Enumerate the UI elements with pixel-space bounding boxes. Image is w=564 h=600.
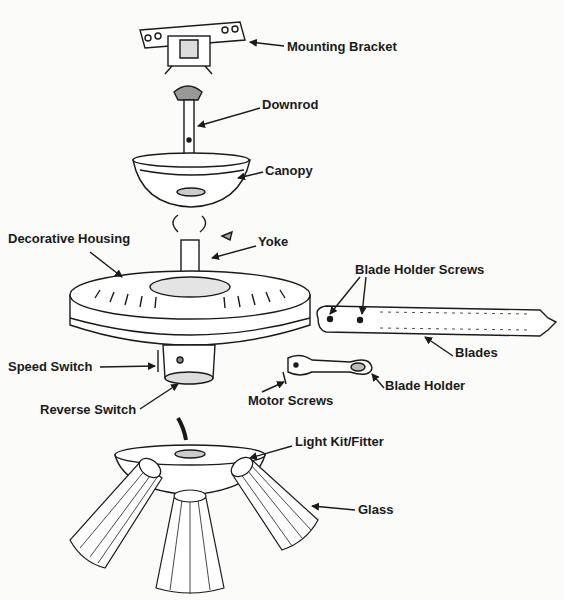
part-label: Blade Holder: [385, 378, 465, 393]
glass-shade-part: [136, 454, 165, 481]
glass-shade-part: [70, 462, 162, 568]
yoke-part: [181, 240, 199, 274]
glass-shade-part: [238, 463, 311, 546]
part-label: Reverse Switch: [40, 402, 136, 417]
mounting-bracket-part: [180, 40, 198, 58]
part-label: Light Kit/Fitter: [295, 434, 384, 449]
decorative-housing-part: [70, 318, 310, 335]
mounting-bracket-part: [168, 36, 210, 66]
downrod: [174, 86, 202, 162]
yoke-part: [222, 232, 232, 240]
light-fitter-part: [175, 450, 205, 458]
blade-holder-part: [351, 363, 365, 371]
mounting-bracket-part: [222, 27, 228, 33]
mounting-bracket-part: [165, 66, 212, 74]
part-label: Blade Holder Screws: [355, 262, 484, 277]
glass-shade-part: [80, 468, 158, 563]
leader-arrow-part: [140, 384, 178, 409]
leader-arrow-part: [212, 246, 256, 258]
switch-housing-part: [165, 372, 213, 384]
decorative-housing: [70, 271, 310, 345]
switch-housing-part: [177, 357, 183, 363]
glass-shade: [70, 453, 318, 594]
glass-shade-part: [174, 490, 206, 502]
mounting-bracket: [140, 22, 245, 74]
part-label: Glass: [358, 502, 393, 517]
decorative-housing-part: [95, 290, 285, 308]
leader-arrow-part: [330, 277, 360, 314]
canopy-part: [177, 188, 205, 196]
leader-arrow-part: [90, 252, 122, 277]
light-fitter-part: [178, 418, 186, 440]
canopy: [133, 153, 250, 207]
blade-holder: [283, 355, 372, 384]
leader-arrow-part: [250, 42, 284, 46]
downrod-part: [174, 86, 202, 100]
switch-housing-part: [157, 350, 158, 372]
fan-blade-part: [380, 312, 530, 330]
mounting-bracket-part: [145, 35, 151, 41]
switch-housing-part: [163, 345, 215, 383]
decorative-housing-part: [150, 277, 230, 297]
part-label: Decorative Housing: [8, 231, 130, 246]
leader-arrow-part: [238, 172, 263, 178]
fan-blade: [317, 306, 556, 336]
part-label: Blades: [455, 345, 498, 360]
leader-arrow-part: [262, 382, 284, 392]
part-label: Motor Screws: [248, 393, 333, 408]
part-label: Downrod: [262, 97, 318, 112]
glass-shade-part: [170, 500, 210, 594]
yoke-part: [173, 215, 206, 232]
part-label: Speed Switch: [8, 359, 93, 374]
fan-blade-part: [358, 318, 363, 323]
blade-holder-part: [294, 363, 298, 367]
leader-arrow-part: [372, 374, 384, 388]
decorative-housing-part: [70, 271, 310, 319]
leader-arrow-part: [362, 277, 366, 314]
leader-arrow-part: [312, 506, 355, 510]
mounting-bracket-part: [155, 33, 161, 39]
part-label: Yoke: [258, 234, 288, 249]
fan-blade-part: [317, 306, 556, 336]
part-label: Canopy: [265, 163, 313, 178]
leader-arrow-part: [425, 337, 453, 356]
leader-arrow-part: [198, 108, 260, 126]
yoke: [173, 215, 232, 274]
downrod-part: [187, 138, 191, 142]
switch-housing: [158, 345, 215, 384]
glass-shade-part: [156, 498, 224, 593]
fan-blade-part: [328, 317, 333, 322]
leader-arrow-part: [100, 366, 155, 367]
leader-arrow-part: [250, 446, 292, 458]
canopy-part: [133, 153, 249, 167]
part-label: Mounting Bracket: [287, 39, 397, 54]
blade-holder-part: [288, 355, 372, 375]
canopy-part: [140, 170, 244, 175]
mounting-bracket-part: [232, 26, 238, 32]
